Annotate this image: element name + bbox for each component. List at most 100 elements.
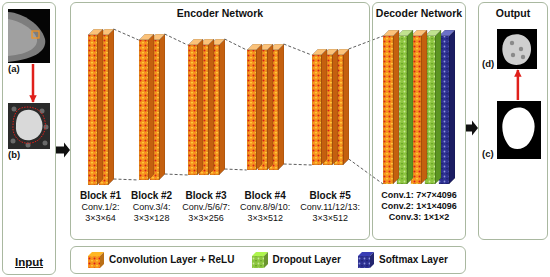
image-ground <box>497 101 541 159</box>
tissue-noise <box>43 141 48 146</box>
block-label: Block #1 <box>80 190 121 202</box>
cube-side <box>264 252 268 268</box>
roi-patch-image: (b) <box>8 103 50 160</box>
mass-texture <box>511 53 515 57</box>
dashed-link <box>349 36 383 184</box>
block-arrow <box>466 121 478 136</box>
block-label: Block #4 <box>245 190 286 202</box>
slab-top <box>247 44 262 50</box>
slab-texture <box>312 55 321 165</box>
predicted-mask-image: (c) <box>482 101 541 159</box>
mass-texture <box>521 55 525 59</box>
slab-top <box>383 30 399 36</box>
mask-region <box>502 108 534 149</box>
legend-text: Softmax Layer <box>379 254 448 266</box>
legend-swatch <box>358 256 370 268</box>
layer-slab <box>439 30 455 184</box>
conv-block: Block #1Conv.1/2: 3×3×64 <box>79 27 122 224</box>
block-label: Conv.1/2: 3×3×64 <box>82 202 120 224</box>
layer-stack <box>247 44 284 170</box>
slab-side <box>343 49 349 165</box>
slab-texture <box>139 40 148 180</box>
conv-block: Block #4Conv.8/9/10: 3×3×512 <box>239 27 291 224</box>
dashed-link <box>225 39 247 170</box>
image-label: (d) <box>482 58 494 69</box>
legend-item: Softmax Layer <box>358 252 448 268</box>
slab-side <box>435 30 441 184</box>
slab-top <box>397 30 413 36</box>
slab-side <box>421 30 427 184</box>
slab-front <box>247 50 256 170</box>
layer-slab <box>397 30 413 184</box>
layer-stack <box>188 39 225 175</box>
layer-stack-area <box>188 27 225 187</box>
slab-top <box>88 29 103 35</box>
slab-texture <box>247 50 256 170</box>
legend-cube <box>88 252 105 268</box>
image-label: (a) <box>8 63 20 74</box>
image-figure <box>8 103 50 149</box>
encoder-panel: Encoder NetworkBlock #1Conv.1/2: 3×3×64B… <box>70 2 370 240</box>
image-figure <box>8 9 50 63</box>
layer-stack <box>312 49 349 165</box>
legend-swatch <box>88 256 100 268</box>
input-panel: Input(a)(b) <box>2 2 56 275</box>
slab-front <box>88 35 97 185</box>
slab-top <box>425 30 441 36</box>
image-figure <box>497 29 537 69</box>
layer-slab <box>88 29 103 185</box>
layer-slab <box>411 30 427 184</box>
tissue-noise <box>12 107 17 112</box>
slab-texture <box>88 35 97 185</box>
layer-stack-area <box>383 27 455 187</box>
layer-slab <box>425 30 441 184</box>
dashed-link <box>114 29 139 180</box>
slab-top <box>139 34 154 40</box>
cube-side <box>370 252 374 268</box>
legend-text: Convolution Layer + ReLU <box>109 254 234 266</box>
slab-texture <box>383 36 393 184</box>
slab-front <box>312 55 321 165</box>
legend-cube <box>252 252 269 268</box>
tissue-noise <box>11 139 16 144</box>
layer-spec: Conv.2: 1×1×4096 <box>381 201 456 212</box>
slab-front <box>383 36 393 184</box>
swatch-texture <box>358 256 370 268</box>
mass-texture <box>510 41 514 45</box>
legend-item: Convolution Layer + ReLU <box>88 252 234 268</box>
layer-stack <box>88 29 114 185</box>
slab-side <box>321 49 327 165</box>
image-ground <box>8 9 50 63</box>
image-label: (c) <box>482 148 494 159</box>
legend-text: Dropout Layer <box>273 254 341 266</box>
image-ground <box>497 29 537 69</box>
slab-side <box>208 39 214 175</box>
layer-stack <box>383 30 455 184</box>
red-arrow <box>32 64 35 102</box>
layer-slab <box>139 34 154 180</box>
conv-block: Block #2Conv.3/4: 3×3×128 <box>130 27 173 224</box>
tissue-noise <box>44 125 49 130</box>
connector-group <box>33 29 518 184</box>
mass-region <box>16 110 43 141</box>
output-panel: Output (d) (c) <box>478 2 548 240</box>
image-ground <box>8 103 50 149</box>
mammogram-image: (a) <box>8 9 50 74</box>
slab-side <box>159 34 165 180</box>
swatch-texture <box>252 256 264 268</box>
mass-outline <box>13 107 45 143</box>
layer-stack-area <box>312 27 349 187</box>
slab-side <box>393 30 399 184</box>
layer-stack <box>139 34 165 180</box>
slab-front <box>188 45 197 175</box>
dashed-link <box>165 34 188 175</box>
panel-heading: Output <box>479 7 547 20</box>
legend-box: Convolution Layer + ReLU Dropout Layer Sof… <box>70 246 466 274</box>
block-label: Conv./5/6/7: 3×3×256 <box>182 202 230 224</box>
legend-item: Dropout Layer <box>252 252 341 268</box>
block-label: Conv.8/9/10: 3×3×512 <box>240 202 290 224</box>
slab-side <box>97 29 103 185</box>
slab-side <box>148 34 154 180</box>
layer-stack-area <box>88 27 114 187</box>
roi-box <box>32 31 39 38</box>
